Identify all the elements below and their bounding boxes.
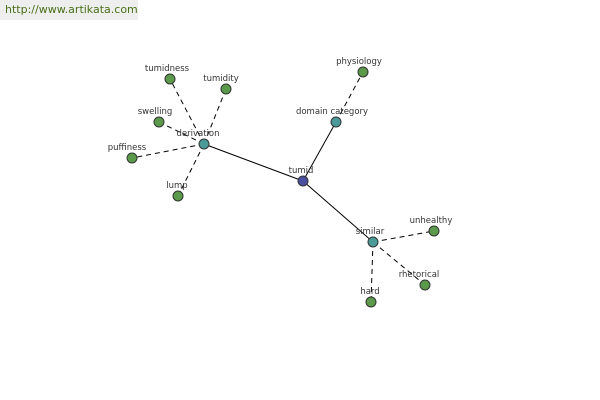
nodes-layer	[126, 66, 440, 308]
node-puffiness[interactable]	[126, 152, 138, 164]
node-tumidity[interactable]	[220, 83, 232, 95]
edge-similar-rhetorical	[372, 241, 426, 286]
node-swelling[interactable]	[153, 116, 165, 128]
node-label-rhetorical[interactable]: rhetorical	[399, 270, 440, 280]
edge-similar-hard	[370, 241, 374, 303]
edge-tumid-domain_category	[302, 121, 337, 182]
node-label-tumid[interactable]: tumid	[289, 166, 314, 176]
edge-derivation-puffiness	[131, 143, 205, 159]
edge-derivation-tumidness	[169, 78, 205, 145]
node-domain_category[interactable]	[330, 116, 342, 128]
node-rhetorical[interactable]	[419, 279, 431, 291]
edge-similar-unhealthy	[372, 230, 435, 243]
node-derivation[interactable]	[198, 138, 210, 150]
node-label-domain_category[interactable]: domain category	[296, 107, 368, 117]
node-hard[interactable]	[365, 296, 377, 308]
node-label-unhealthy[interactable]: unhealthy	[410, 216, 453, 226]
node-label-swelling[interactable]: swelling	[138, 107, 172, 117]
edges-layer	[131, 71, 435, 303]
edge-domain_category-physiology	[335, 71, 364, 123]
node-physiology[interactable]	[357, 66, 369, 78]
site-url-banner[interactable]: http://www.artikata.com	[0, 0, 138, 20]
node-lump[interactable]	[172, 190, 184, 202]
node-label-puffiness[interactable]: puffiness	[108, 143, 147, 153]
edge-derivation-lump	[177, 143, 205, 197]
node-similar[interactable]	[367, 236, 379, 248]
node-label-hard[interactable]: hard	[360, 287, 379, 297]
edge-tumid-similar	[302, 180, 374, 243]
node-label-tumidness[interactable]: tumidness	[145, 64, 190, 74]
node-unhealthy[interactable]	[428, 225, 440, 237]
node-label-derivation[interactable]: derivation	[176, 129, 219, 139]
node-label-similar[interactable]: similar	[356, 227, 385, 237]
edge-derivation-tumidity	[203, 88, 227, 145]
node-tumid[interactable]	[297, 175, 309, 187]
node-label-physiology[interactable]: physiology	[336, 57, 382, 67]
labels-layer: tumid derivation domain category similar tum…	[108, 57, 453, 297]
node-tumidness[interactable]	[164, 73, 176, 85]
node-label-tumidity[interactable]: tumidity	[203, 74, 238, 84]
edge-tumid-derivation	[203, 143, 304, 182]
node-label-lump[interactable]: lump	[166, 181, 187, 191]
